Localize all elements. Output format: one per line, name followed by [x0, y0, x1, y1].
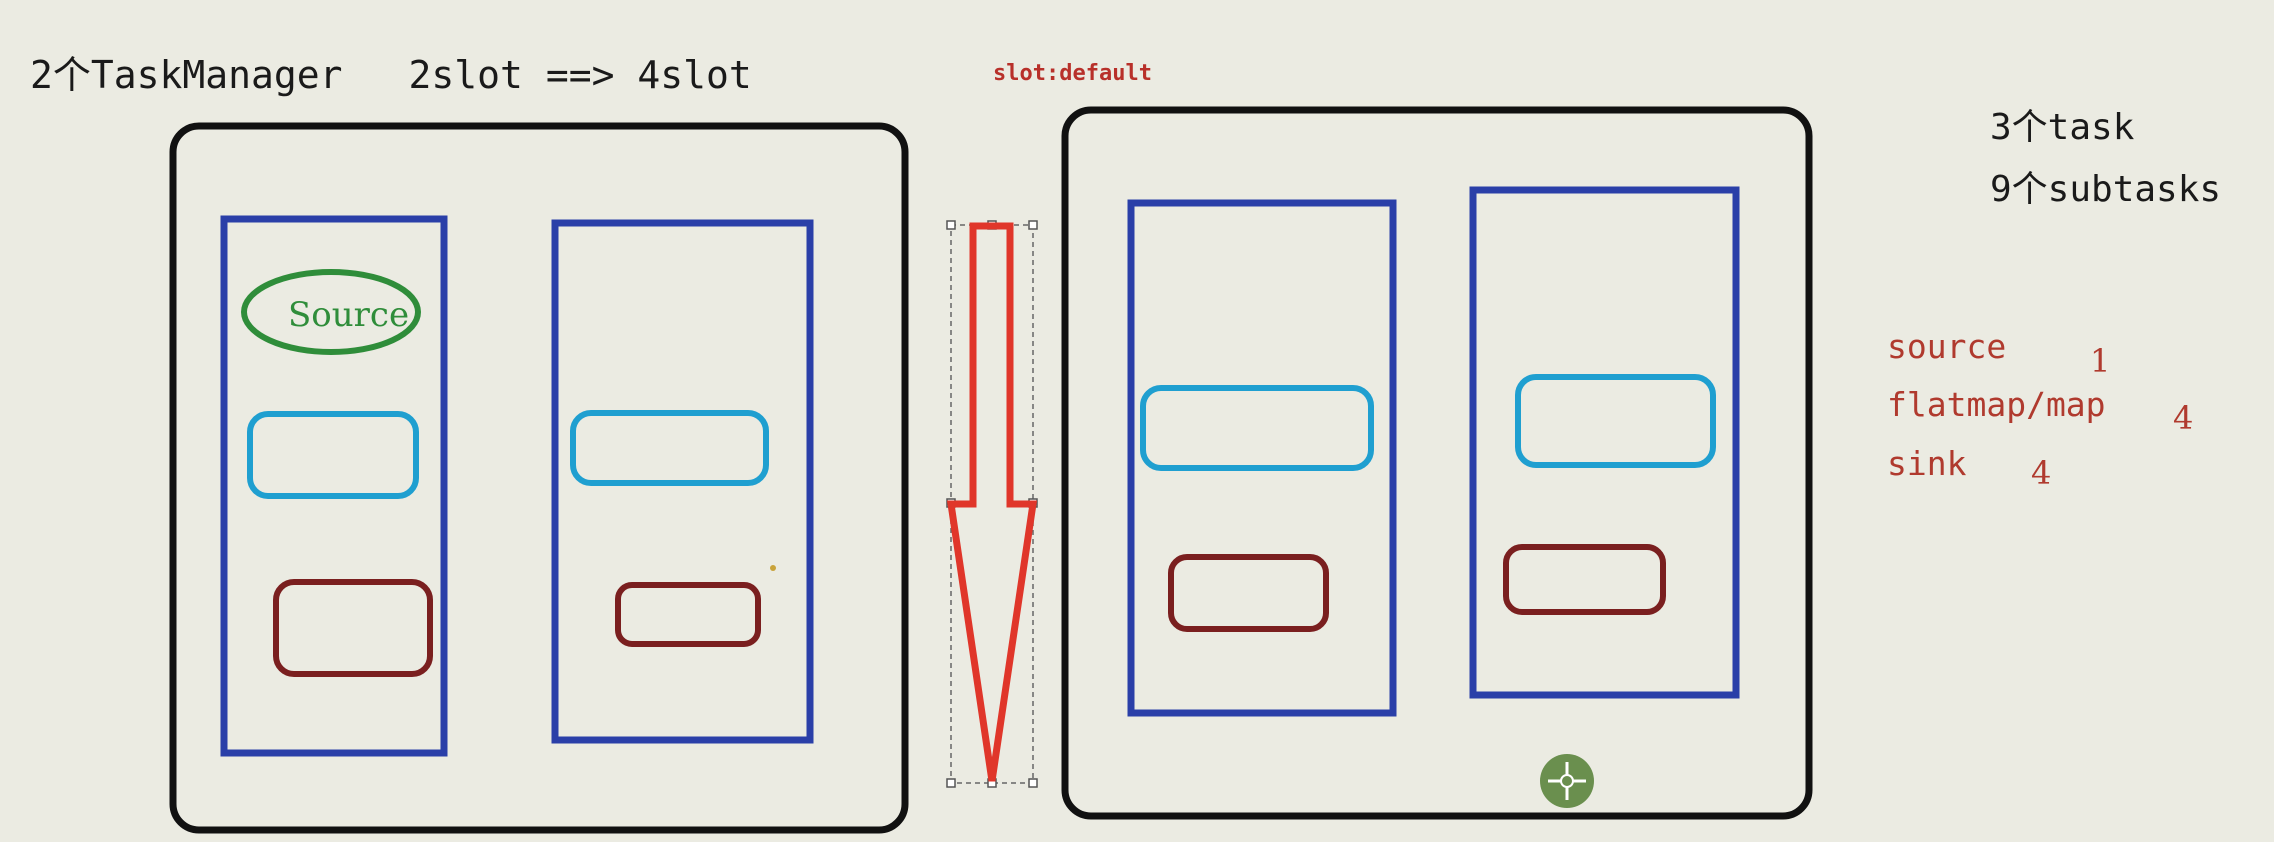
- legend-source-count: 1: [2090, 342, 2111, 380]
- legend-flatmap-count: 4: [2173, 399, 2194, 437]
- scale-down-arrow: [946, 222, 1038, 782]
- legend-sink-count: 4: [2031, 454, 2052, 492]
- taskmanager-2-box: [1061, 106, 1813, 820]
- flatmap-node-1: [247, 411, 419, 499]
- sink-node-4: [1503, 544, 1666, 615]
- legend-flatmap-label: flatmap/map: [1887, 385, 2106, 424]
- subtask-count-label: 9个subtasks: [1990, 169, 2222, 210]
- taskmanager-1-box: [169, 122, 909, 834]
- legend-source-label: source: [1887, 327, 2007, 366]
- flatmap-node-4: [1515, 374, 1716, 468]
- source-node-label: Source: [288, 295, 409, 335]
- stray-dot: [770, 565, 776, 571]
- move-cursor-icon: [1540, 754, 1594, 808]
- tm1-slot-1: [220, 215, 448, 757]
- slot-change-label: 2slot ==> 4slot: [408, 53, 752, 97]
- sink-node-1: [273, 579, 433, 677]
- flatmap-node-2: [570, 410, 769, 486]
- taskmanager-count-label: 2个TaskManager: [30, 53, 343, 97]
- task-count-label: 3个task: [1990, 107, 2135, 148]
- diagram-title: 2个TaskManager 2slot ==> 4slot: [30, 56, 818, 94]
- flatmap-node-3: [1140, 385, 1374, 471]
- legend-sink-label: sink: [1887, 444, 1967, 483]
- sink-node-3: [1168, 554, 1329, 632]
- tm2-slot-1: [1127, 199, 1397, 717]
- sink-node-2: [615, 582, 761, 647]
- tm1-slot-2: [551, 219, 814, 744]
- slot-default-label: slot:default: [993, 61, 1152, 86]
- source-node: [241, 269, 421, 355]
- tm2-slot-2: [1469, 186, 1740, 699]
